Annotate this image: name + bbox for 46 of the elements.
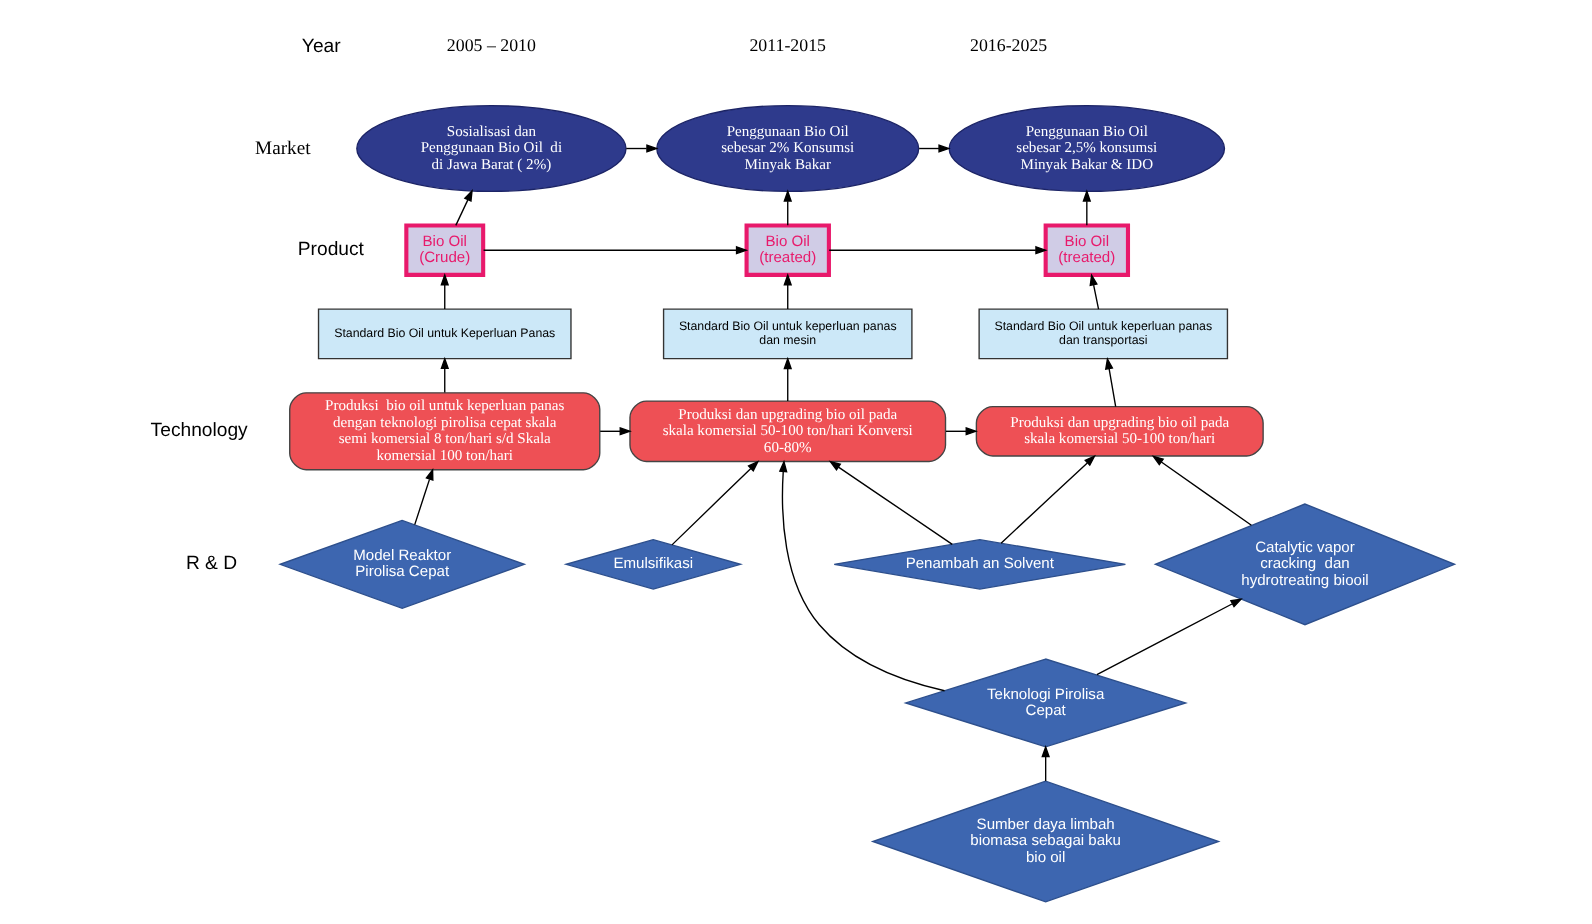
arrow (782, 273, 792, 310)
label: Market (254, 137, 310, 160)
arrow (439, 273, 449, 310)
node-diamond: Sumber daya limbah biomasa sebagai baku bio oil (869, 780, 1220, 903)
label: 2011-2015 (748, 35, 825, 56)
arrow (413, 467, 433, 526)
label: Technology (149, 420, 247, 443)
node-box: Bio Oil (Crude) (403, 223, 485, 277)
arrow (598, 426, 631, 436)
node-box: Produksi dan upgrading bio oil pada skala komersial 50-100 ton/hari (974, 405, 1263, 457)
label: 2005 – 2010 (445, 35, 535, 56)
node-ellipse: Penggunaan Bio Oil sebesar 2,5% konsumsi Minyak Bakar & IDO (947, 105, 1225, 193)
arrow (999, 454, 1096, 544)
arrow (827, 460, 952, 545)
arrow (1095, 598, 1242, 676)
arrow (777, 459, 945, 692)
arrow (917, 144, 950, 153)
arrow (1040, 744, 1049, 782)
arrow (670, 460, 759, 546)
label: R & D (184, 553, 237, 576)
node-box: Bio Oil (treated) (1042, 223, 1130, 277)
label: 2016-2025 (969, 35, 1047, 56)
arrow (782, 356, 792, 402)
node-ellipse: Penggunaan Bio Oil sebesar 2% Konsumsi Minyak Bakar (655, 105, 919, 193)
node-diamond: Penambah an Solvent (832, 538, 1126, 590)
node-box: Produksi bio oil untuk keperluan panas dengan teknologi pirolisa cepat skala semi komersial 8 ton/hari s/d Skala komersial 100 ton/hari (288, 392, 600, 471)
arrow (1150, 455, 1252, 526)
label: Product (296, 239, 363, 262)
arrow (481, 245, 748, 255)
label: Year (300, 35, 340, 58)
arrow (1081, 189, 1091, 227)
node-diamond: Model Reaktor Pirolisa Cepat (277, 519, 526, 609)
node-box: Bio Oil (treated) (743, 223, 830, 277)
arrow (944, 426, 977, 436)
node-diamond: Emulsifikasi (562, 538, 742, 590)
arrow (827, 245, 1047, 255)
arrow (439, 356, 449, 394)
arrow (1103, 357, 1116, 408)
node-diamond: Teknologi Pirolisa Cepat (902, 658, 1187, 748)
arrow (782, 189, 792, 227)
node-diamond: Catalytic vapor cracking dan hydrotreating biooil (1152, 503, 1456, 626)
arrow (624, 144, 658, 153)
arrow (1088, 273, 1099, 310)
node-ellipse: Sosialisasi dan Penggunaan Bio Oil di di Jawa Barat ( 2%) (355, 105, 626, 193)
arrow (454, 189, 472, 227)
node-box: Produksi dan upgrading bio oil pada skala komersial 50-100 ton/hari Konversi 60-80% (628, 400, 946, 463)
